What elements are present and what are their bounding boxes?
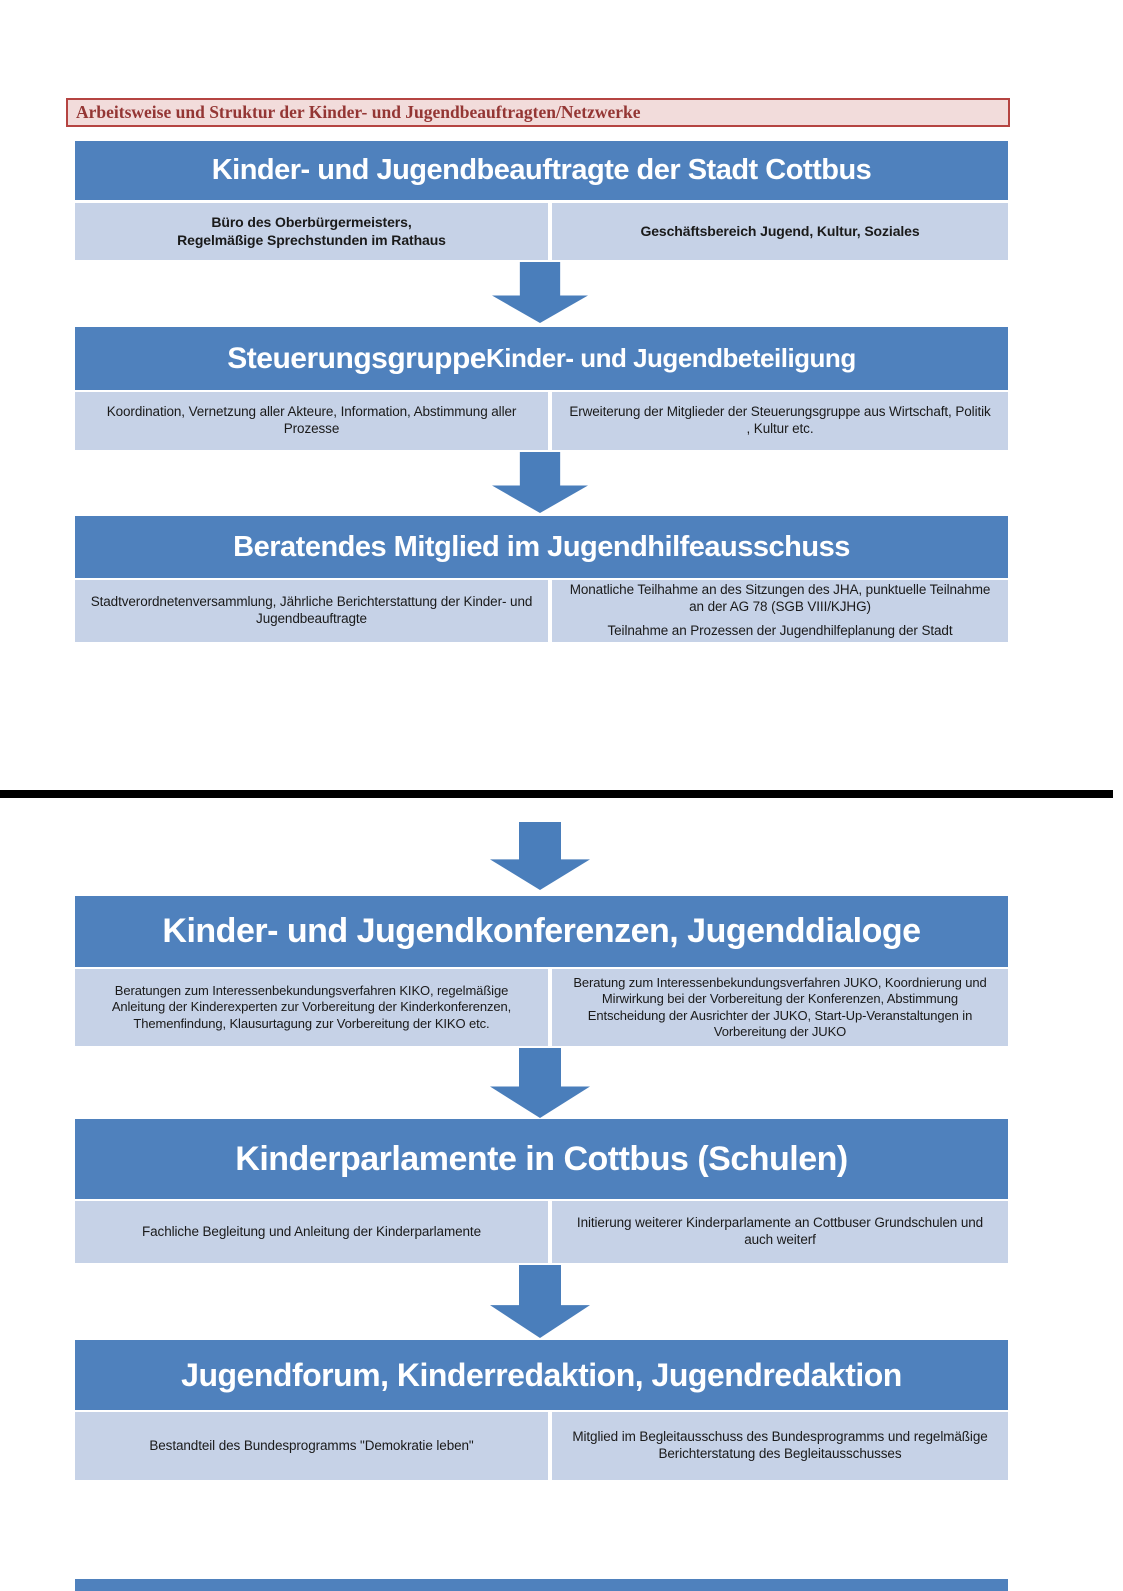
block-jugendhilfeausschuss-right-text-1: Monatliche Teilhahme an des Sitzungen de… bbox=[569, 582, 991, 615]
block-steuerungsgruppe-right-text: Erweiterung der Mitglieder der Steuerung… bbox=[569, 404, 991, 436]
block-kinderparlamente-right-cell: Initierung weiterer Kinderparlamente an … bbox=[552, 1201, 1008, 1263]
page-title-banner: Arbeitsweise und Struktur der Kinder- un… bbox=[66, 98, 1010, 127]
down-arrow-icon bbox=[490, 1048, 590, 1118]
block-jugendforum-header: Jugendforum, Kinderredaktion, Jugendreda… bbox=[75, 1340, 1008, 1410]
block-kinderparlamente-title: Kinderparlamente in Cottbus (Schulen) bbox=[235, 1139, 848, 1178]
down-arrow-icon bbox=[490, 822, 590, 890]
block-jugendforum-title: Jugendforum, Kinderredaktion, Jugendreda… bbox=[181, 1356, 902, 1393]
block-jugendforum-right-cell: Mitglied im Begleitausschuss des Bundesp… bbox=[552, 1412, 1008, 1480]
block-jugendforum-left-text: Bestandteil des Bundesprogramms "Demokra… bbox=[149, 1437, 474, 1453]
block-konferenzen-title: Kinder- und Jugendkonferenzen, Jugenddia… bbox=[162, 912, 921, 950]
block-jugendhilfeausschuss-left-cell: Stadtverordnetenversammlung, Jährliche B… bbox=[75, 580, 548, 642]
down-arrow-icon bbox=[490, 1265, 590, 1338]
block-konferenzen-left-cell: Beratungen zum Interessenbekundungsverfa… bbox=[75, 969, 548, 1046]
block-steuerungsgruppe-left-text: Koordination, Vernetzung aller Akteure, … bbox=[106, 404, 517, 436]
block-konferenzen-right-text: Beratung zum Interessenbekundungsverfahr… bbox=[573, 975, 987, 1039]
block-stadt-cottbus-row: Büro des Oberbürgermeisters, Regelmäßige… bbox=[75, 203, 1008, 260]
next-page-box-sliver bbox=[75, 1579, 1008, 1591]
block-konferenzen-header: Kinder- und Jugendkonferenzen, Jugenddia… bbox=[75, 896, 1008, 967]
block-steuerungsgruppe-right-cell: Erweiterung der Mitglieder der Steuerung… bbox=[552, 392, 1008, 450]
down-arrow-icon bbox=[492, 452, 588, 513]
block-kinderparlamente-left-cell: Fachliche Begleitung und Anleitung der K… bbox=[75, 1201, 548, 1263]
block-konferenzen-right-cell: Beratung zum Interessenbekundungsverfahr… bbox=[552, 969, 1008, 1046]
page-title: Arbeitsweise und Struktur der Kinder- un… bbox=[76, 102, 641, 122]
down-arrow-icon bbox=[492, 262, 588, 323]
block-steuerungsgruppe-subtitle: Kinder- und Jugendbeteiligung bbox=[486, 343, 856, 373]
block-jugendhilfeausschuss-right-cell: Monatliche Teilhahme an des Sitzungen de… bbox=[552, 580, 1008, 642]
block-jugendhilfeausschuss-right-text-2: Teilnahme an Prozessen der Jugendhilfepl… bbox=[607, 622, 953, 638]
block-steuerungsgruppe-left-cell: Koordination, Vernetzung aller Akteure, … bbox=[75, 392, 548, 450]
block-jugendhilfeausschuss-row: Stadtverordnetenversammlung, Jährliche B… bbox=[75, 580, 1008, 642]
block-kinderparlamente-header: Kinderparlamente in Cottbus (Schulen) bbox=[75, 1119, 1008, 1199]
block-kinderparlamente-left-text: Fachliche Begleitung und Anleitung der K… bbox=[142, 1223, 481, 1239]
block-jugendforum-left-cell: Bestandteil des Bundesprogramms "Demokra… bbox=[75, 1412, 548, 1480]
block-kinderparlamente-row: Fachliche Begleitung und Anleitung der K… bbox=[75, 1201, 1008, 1263]
block-steuerungsgruppe-title: Steuerungsgruppe bbox=[227, 341, 486, 375]
block-konferenzen-row: Beratungen zum Interessenbekundungsverfa… bbox=[75, 969, 1008, 1046]
block-jugendforum-right-text: Mitglied im Begleitausschuss des Bundesp… bbox=[572, 1429, 988, 1461]
block-stadt-cottbus-header: Kinder- und Jugendbeauftragte der Stadt … bbox=[75, 141, 1008, 200]
block-jugendhilfeausschuss-title: Beratendes Mitglied im Jugendhilfeaussch… bbox=[233, 530, 850, 563]
block-stadt-cottbus-title: Kinder- und Jugendbeauftragte der Stadt … bbox=[211, 154, 872, 186]
block-stadt-cottbus-left-cell: Büro des Oberbürgermeisters, Regelmäßige… bbox=[75, 203, 548, 260]
page-break-line bbox=[0, 790, 1113, 798]
block-stadt-cottbus-right-cell: Geschäftsbereich Jugend, Kultur, Soziale… bbox=[552, 203, 1008, 260]
block-stadt-cottbus-right-text: Geschäftsbereich Jugend, Kultur, Soziale… bbox=[640, 222, 920, 239]
block-stadt-cottbus-left-text: Büro des Oberbürgermeisters, Regelmäßige… bbox=[177, 214, 446, 248]
block-konferenzen-left-text: Beratungen zum Interessenbekundungsverfa… bbox=[111, 983, 512, 1031]
block-kinderparlamente-right-text: Initierung weiterer Kinderparlamente an … bbox=[576, 1215, 984, 1247]
block-jugendhilfeausschuss-header: Beratendes Mitglied im Jugendhilfeaussch… bbox=[75, 516, 1008, 578]
block-steuerungsgruppe-header: Steuerungsgruppe Kinder- und Jugendbetei… bbox=[75, 327, 1008, 390]
block-steuerungsgruppe-row: Koordination, Vernetzung aller Akteure, … bbox=[75, 392, 1008, 450]
block-jugendhilfeausschuss-left-text: Stadtverordnetenversammlung, Jährliche B… bbox=[90, 594, 533, 626]
block-jugendforum-row: Bestandteil des Bundesprogramms "Demokra… bbox=[75, 1412, 1008, 1480]
